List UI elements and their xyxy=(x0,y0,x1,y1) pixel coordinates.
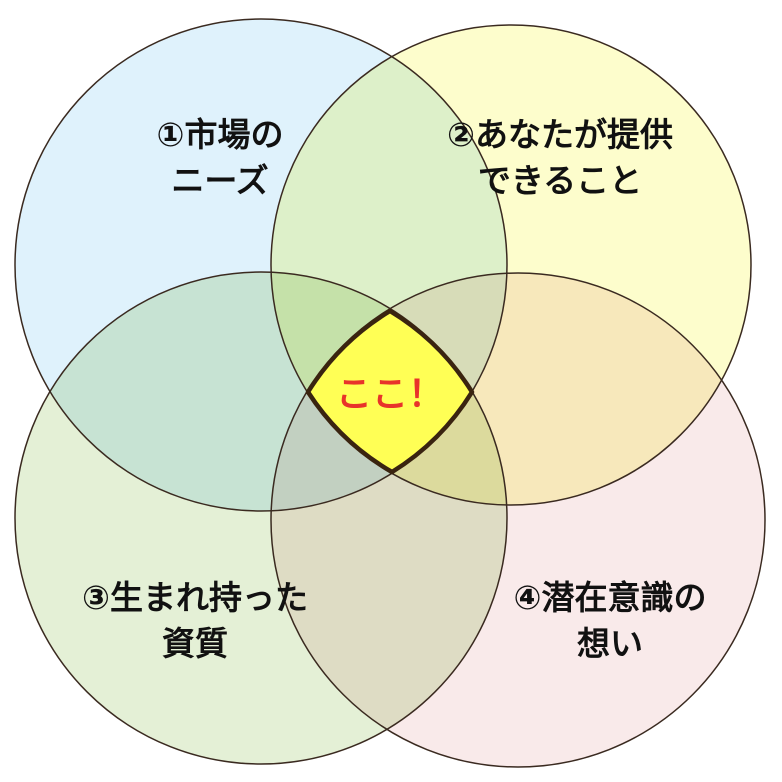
label-line: ①市場の xyxy=(156,115,284,154)
label-line: 資質 xyxy=(162,624,228,663)
label-market-needs: ①市場の ニーズ xyxy=(120,112,320,204)
center-intersection xyxy=(305,308,475,475)
label-subconscious-wishes: ④潜在意識の 想い xyxy=(480,575,740,667)
label-innate-qualities: ③生まれ持った 資質 xyxy=(50,575,340,667)
label-line: できること xyxy=(477,161,643,200)
label-line: ②あなたが提供 xyxy=(447,115,673,154)
label-what-you-offer: ②あなたが提供 できること xyxy=(410,112,710,204)
center-label: ここ！ xyxy=(335,374,444,415)
label-line: ④潜在意識の xyxy=(513,578,707,617)
label-line: 想い xyxy=(577,624,643,663)
label-line: ③生まれ持った xyxy=(82,578,308,617)
label-line: ニーズ xyxy=(171,161,269,200)
